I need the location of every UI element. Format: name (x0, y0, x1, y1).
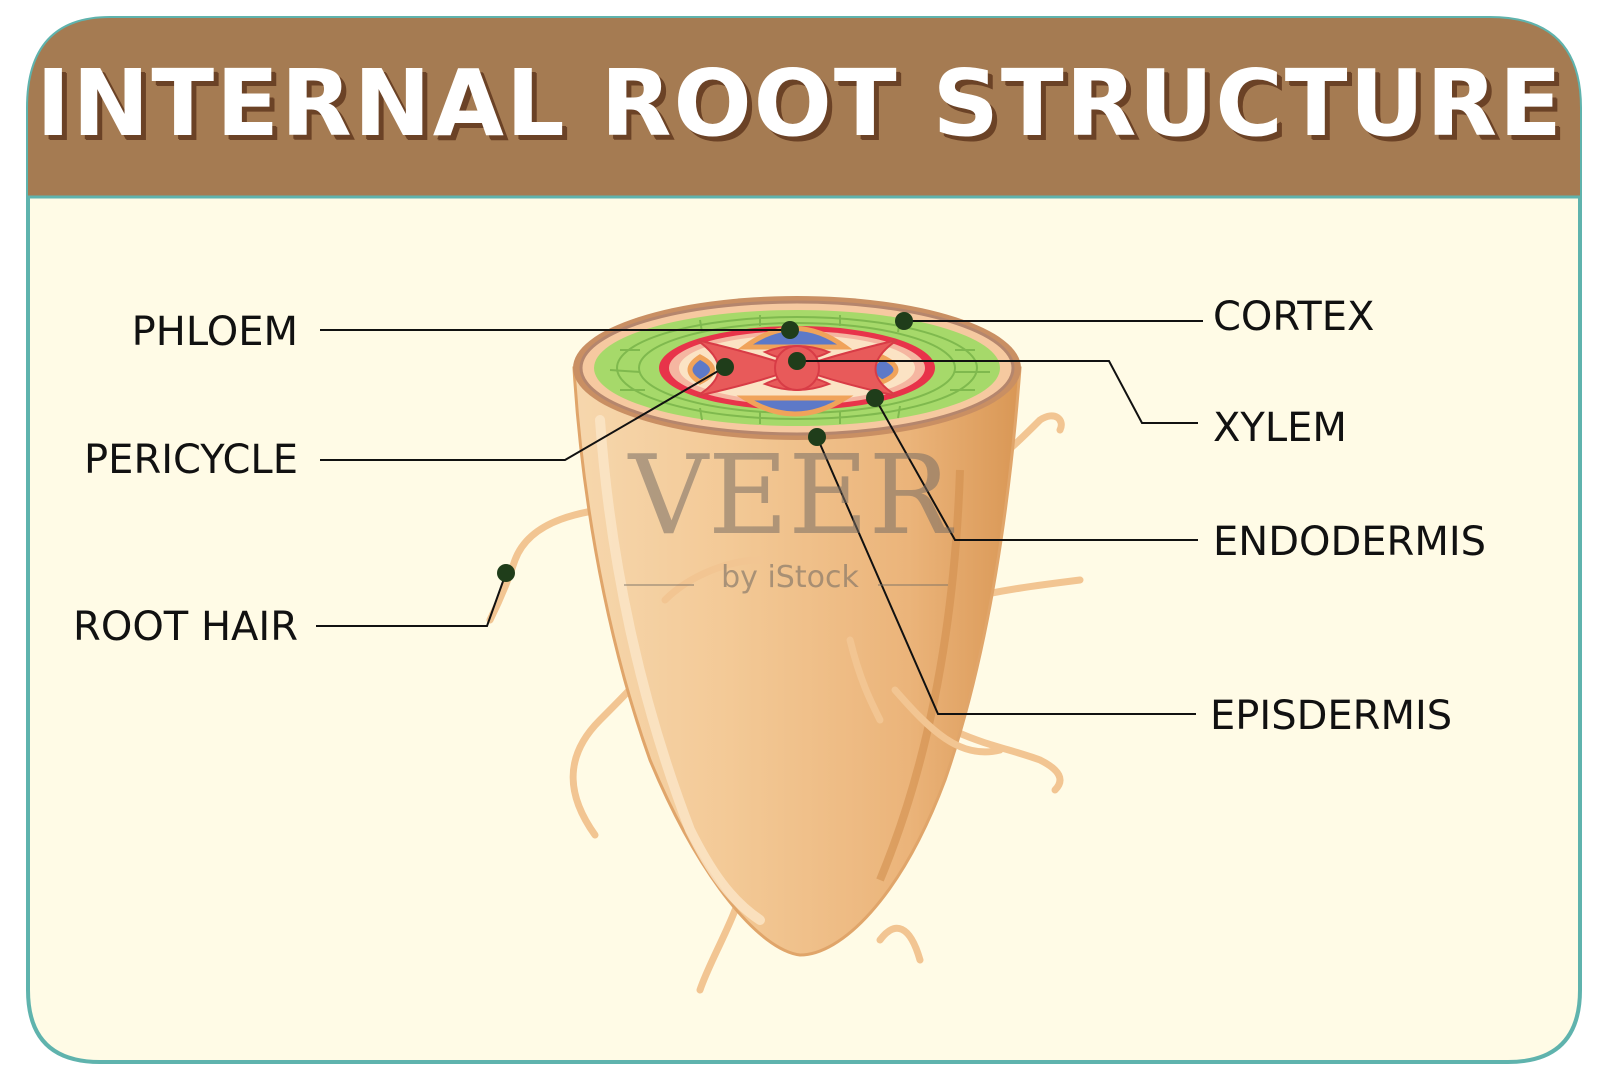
label-pericycle: PERICYCLE (84, 437, 298, 483)
xylem-pointer (797, 360, 1198, 424)
watermark-sub: by iStock (721, 560, 859, 595)
pointer-dots (497, 312, 913, 582)
watermark-rule-right (878, 584, 948, 586)
diagram-title: INTERNAL ROOT STRUCTURE (36, 50, 1564, 157)
endodermis-dot (866, 389, 884, 407)
episdermis-pointer (816, 436, 1196, 715)
pericycle-dot (716, 358, 734, 376)
root-body (572, 366, 1022, 957)
phloem-patches (687, 326, 899, 417)
root-hair-dot (497, 564, 515, 582)
watermark-main: VEER (628, 431, 952, 559)
label-cortex: CORTEX (1213, 294, 1375, 340)
root-hair-pointer (316, 572, 507, 627)
header-band (28, 18, 1580, 196)
episdermis-dot (808, 428, 826, 446)
label-phloem: PHLOEM (131, 309, 298, 355)
xylem-dot (788, 352, 806, 370)
xylem-star (696, 339, 898, 397)
pointer-lines (316, 320, 1203, 715)
cortex-dot (895, 312, 913, 330)
root-hairs-front (661, 556, 1004, 756)
label-endodermis: ENDODERMIS (1213, 519, 1487, 565)
label-episdermis: EPISDERMIS (1210, 693, 1453, 739)
label-xylem: XYLEM (1213, 405, 1347, 451)
label-root-hair: ROOT HAIR (73, 604, 298, 650)
phloem-dot (781, 321, 799, 339)
watermark-rule-left (624, 584, 694, 586)
pericycle-pointer (320, 366, 726, 461)
endodermis-pointer (874, 397, 1198, 541)
